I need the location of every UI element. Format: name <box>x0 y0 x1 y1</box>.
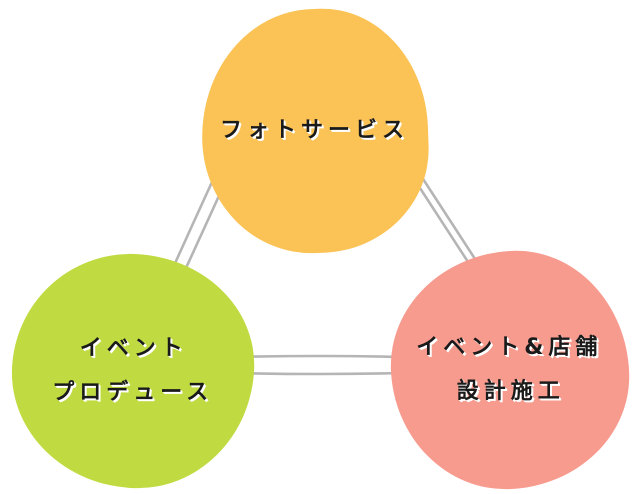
circle-event-produce-label-line1: イベント <box>79 336 188 362</box>
connector-bottom-line-2 <box>233 371 407 376</box>
circle-photo-service-label: フォトサービス <box>220 118 410 144</box>
circle-event-store-construction-label-line2: 設計施工 <box>456 378 565 404</box>
connector-bottom-line-1 <box>233 354 407 359</box>
circle-event-store-construction-label-line1: イベント&店舗 <box>416 335 603 361</box>
circle-event-produce-label-line2: プロデュース <box>51 379 213 405</box>
